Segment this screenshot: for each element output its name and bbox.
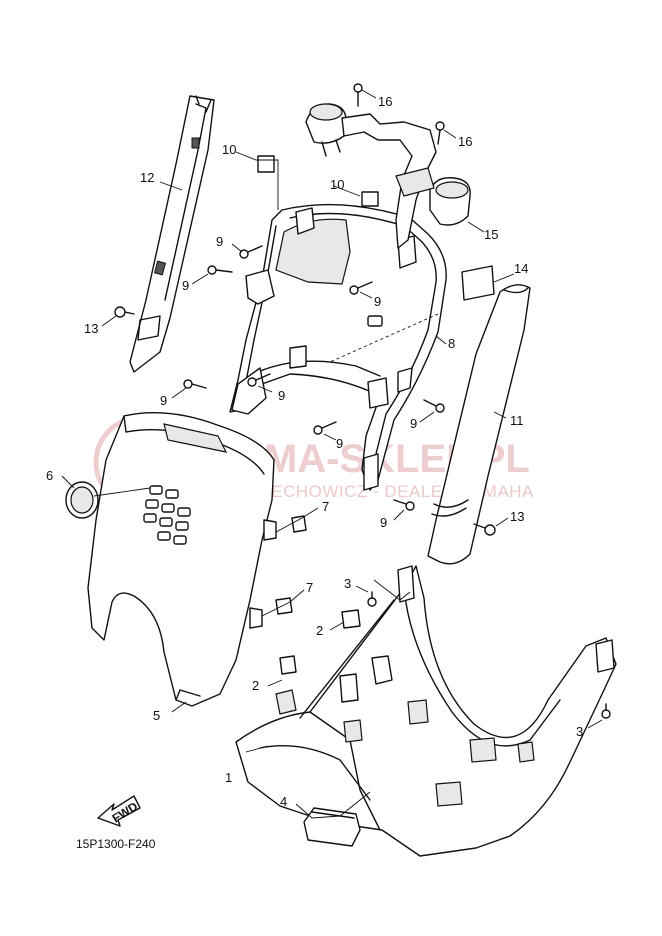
screw-9h (393, 499, 415, 511)
screw-3a (367, 591, 377, 607)
callout-3: 3 (576, 724, 583, 739)
callout-14: 14 (514, 261, 528, 276)
screw-9g (423, 399, 445, 413)
clip-2b (279, 655, 297, 675)
callout-11: 11 (510, 413, 524, 428)
screw-16a (353, 83, 363, 107)
leader-lines (61, 89, 603, 819)
clip-10b (361, 191, 379, 207)
callout-9: 9 (278, 388, 285, 403)
screw-9b (207, 265, 233, 275)
callout-labels: 1 2 2 3 3 4 5 6 7 7 8 9 9 9 9 9 9 9 9 10… (46, 94, 583, 809)
screw-9c (349, 281, 373, 295)
screw-13b (473, 523, 496, 536)
callout-15: 15 (484, 227, 498, 242)
callout-7: 7 (306, 580, 313, 595)
callout-10: 10 (222, 142, 236, 157)
screws (114, 83, 611, 719)
callout-8: 8 (448, 336, 455, 351)
grommet-2 (371, 655, 393, 685)
callout-13: 13 (84, 321, 98, 336)
part-1-floor-panel (235, 565, 617, 857)
part-15-bracket (305, 103, 471, 249)
part-11-tube-cover (427, 284, 531, 565)
callout-16: 16 (458, 134, 472, 149)
callout-9: 9 (374, 294, 381, 309)
part-12-side-trim (129, 95, 215, 373)
callout-6: 6 (46, 468, 53, 483)
diagram-code: 15P1300-F240 (76, 837, 156, 851)
callout-2: 2 (252, 678, 259, 693)
screw-9d (183, 379, 207, 389)
fwd-arrow: FWD (97, 795, 141, 827)
callout-2: 2 (316, 623, 323, 638)
vent-grille (143, 485, 191, 545)
callout-9: 9 (380, 515, 387, 530)
callout-10: 10 (330, 177, 344, 192)
callout-12: 12 (140, 170, 154, 185)
callout-3: 3 (344, 576, 351, 591)
part-4-cover-plate (303, 807, 361, 847)
grommet-2b (339, 673, 359, 703)
callout-13: 13 (510, 509, 524, 524)
callout-9: 9 (160, 393, 167, 408)
callout-1: 1 (225, 770, 232, 785)
screw-9a (239, 245, 263, 259)
clip-7b (275, 597, 293, 615)
callout-9: 9 (410, 416, 417, 431)
callout-16: 16 (378, 94, 392, 109)
part-14-label (461, 265, 495, 301)
callout-9: 9 (336, 436, 343, 451)
screw-3b (601, 703, 611, 719)
clip-10a (257, 155, 275, 173)
part-5-front-panel (87, 412, 277, 707)
clip-7a (291, 515, 307, 533)
callout-9: 9 (216, 234, 223, 249)
callout-9: 9 (182, 278, 189, 293)
callout-4: 4 (280, 794, 287, 809)
part-8-inner-panel (229, 203, 447, 491)
screw-16b (435, 121, 445, 145)
clip-2a (341, 609, 361, 629)
part-6-emblem (65, 481, 99, 519)
callout-5: 5 (153, 708, 160, 723)
screw-9f (313, 421, 337, 435)
screw-13a (114, 306, 135, 318)
callout-7: 7 (322, 499, 329, 514)
screw-9e (247, 373, 271, 387)
